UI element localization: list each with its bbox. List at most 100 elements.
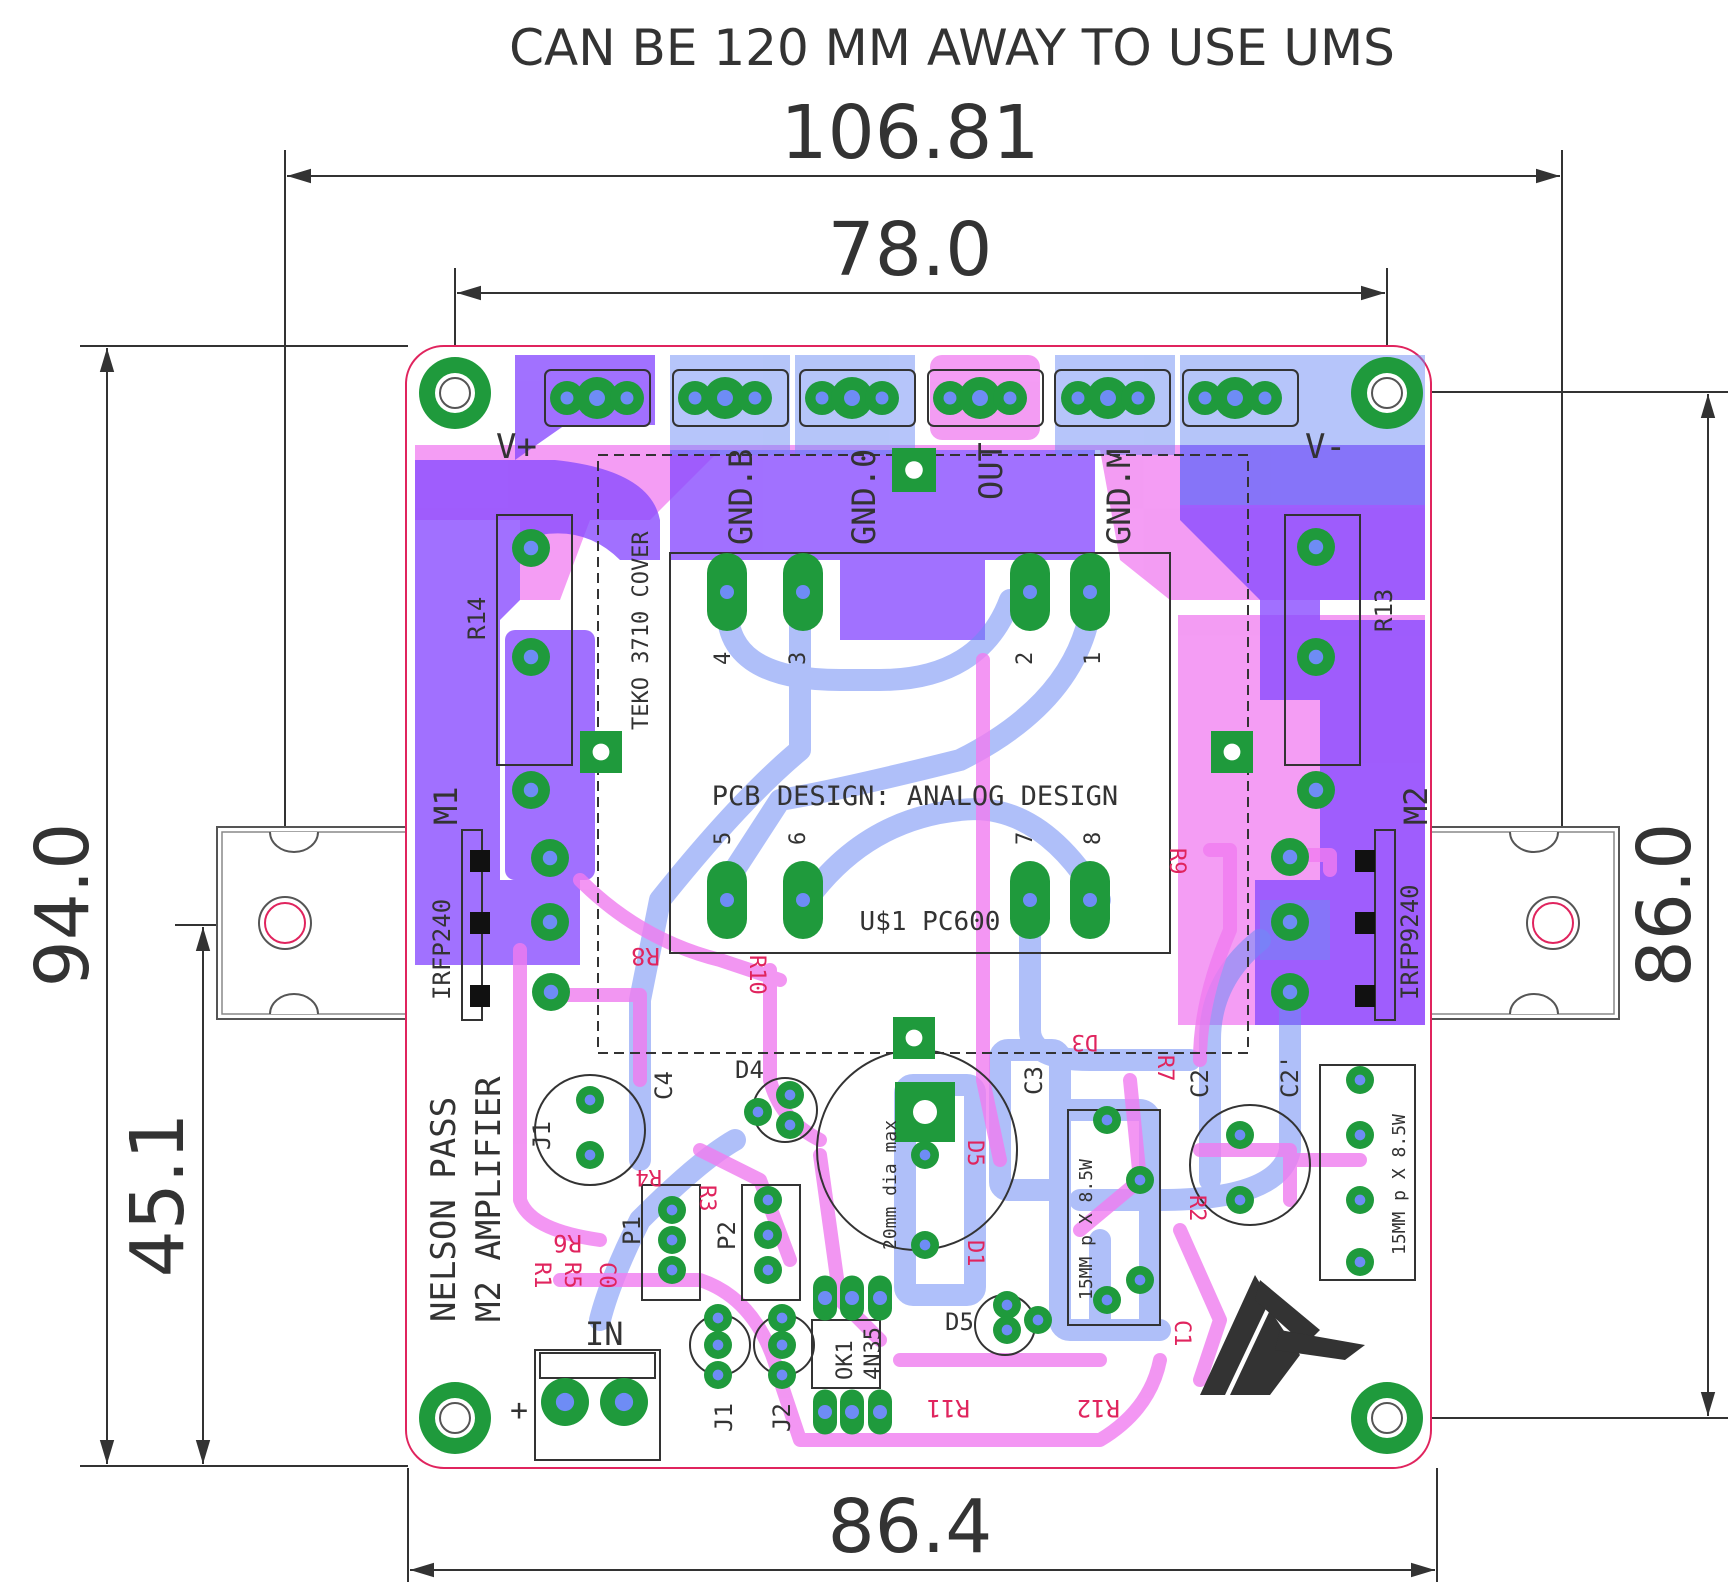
red-label-r11: R11 [927, 1394, 970, 1422]
pad-drill [1134, 1174, 1146, 1186]
pad-drill [589, 390, 605, 406]
pad-drill [818, 1405, 832, 1419]
pad-drill [1354, 1256, 1366, 1268]
pad-drill [720, 893, 734, 907]
pad-drill [1354, 1194, 1366, 1206]
red-label-r2: R2 [1184, 1195, 1209, 1222]
pad-drill [523, 782, 539, 798]
label-c4: C4 [650, 1071, 678, 1100]
pad-drill [784, 1119, 796, 1131]
pad-drill [845, 1405, 859, 1419]
pad-drill [717, 390, 733, 406]
label-pin-7: 7 [1013, 832, 1038, 845]
label-v-plus: V+ [496, 427, 537, 467]
label-gnd-m: GND.M [1100, 449, 1138, 545]
label-4n35: 4N35 [861, 1327, 886, 1380]
label-m1: M1 [427, 786, 465, 825]
pad-drill [523, 649, 539, 665]
pad-drill [614, 1392, 634, 1412]
pad-drill [666, 1234, 678, 1246]
red-label-r1: R1 [529, 1262, 554, 1289]
pad-drill [1308, 782, 1324, 798]
dim-overall-width-label: 106.81 [781, 90, 1040, 176]
pad-drill [1223, 743, 1241, 761]
label-pin-2: 2 [1013, 652, 1038, 665]
logo-mark [1200, 1275, 1365, 1395]
label-p1: P1 [618, 1216, 646, 1245]
label-pin-4: 4 [711, 652, 736, 665]
label-d4: D4 [735, 1056, 764, 1084]
label-j1: J1 [710, 1403, 738, 1432]
pad-drill [748, 391, 762, 405]
label-v-minus: V- [1305, 427, 1346, 467]
pad-drill [666, 1204, 678, 1216]
pad-drill [584, 1149, 596, 1161]
label-cap-note-2: 15MM p X 8.5W [1389, 1114, 1410, 1255]
red-label-c1: C1 [1169, 1320, 1194, 1347]
pad-drill [666, 1264, 678, 1276]
red-label-d1: D1 [962, 1240, 987, 1267]
pad-drill [523, 540, 539, 556]
pad-drill [1032, 1314, 1044, 1326]
red-label-r10: R10 [744, 955, 769, 995]
pink-traces [513, 653, 1367, 1447]
pad-drill [712, 1339, 724, 1351]
dim-board-height-label: 94.0 [20, 823, 106, 988]
pad-drill [1354, 1129, 1366, 1141]
label-pin-6: 6 [786, 832, 811, 845]
label-gnd-b: GND.B [722, 449, 760, 545]
label-m2-amplifier: M2 AMPLIFIER [469, 1076, 509, 1322]
pad-drill [905, 1029, 923, 1047]
label-plus: + [510, 1393, 528, 1428]
pc600-footprint [669, 552, 1171, 954]
pad-drill [905, 461, 923, 479]
label-m2: M2 [1397, 786, 1435, 825]
label-ok1: OK1 [833, 1340, 858, 1380]
label-pin-8: 8 [1081, 832, 1106, 845]
mounting-holes [419, 357, 1423, 1454]
pad-drill [776, 1339, 788, 1351]
silkscreen-labels: V+ V- GND.B GND.0 OUT GND.M TEKO 3710 CO… [424, 427, 1435, 1432]
dim-lower-offset: 45.1 [115, 924, 285, 1464]
pad-drill [542, 850, 558, 866]
dim-board-height: 94.0 [20, 345, 408, 1467]
pad-drill [1308, 649, 1324, 665]
dim-hole-spacing-x: 78.0 [454, 207, 1388, 390]
red-label-r3: R3 [694, 1185, 719, 1212]
red-label-d3: D3 [1072, 1029, 1099, 1054]
label-pin-1: 1 [1081, 652, 1106, 665]
pad-drill [873, 1291, 887, 1305]
label-irfp240: IRFP240 [428, 899, 456, 1000]
bottom-silk-labels: R8 R10 R9 R7 R2 R4 R6 R1 R5 C0 R3 D3 D1 … [529, 848, 1209, 1422]
label-nelson-pass: NELSON PASS [424, 1097, 464, 1322]
dim-board-width-label: 86.4 [828, 1484, 993, 1570]
pad-drill [1282, 984, 1298, 1000]
red-label-r6: R6 [553, 1229, 582, 1257]
label-teko-cover: TEKO 3710 COVER [629, 531, 654, 730]
transistor-tabs [470, 850, 1375, 1007]
label-r14: R14 [463, 597, 491, 640]
label-in: IN [585, 1315, 624, 1353]
pad-drill [752, 1106, 764, 1118]
label-c3: C3 [1020, 1066, 1048, 1095]
pad-drill [1308, 539, 1324, 555]
pad-drill [712, 1312, 724, 1324]
pad-drill [1101, 1114, 1113, 1126]
pad-drill [720, 585, 734, 599]
pad-drill [1234, 1194, 1246, 1206]
pad-drill [555, 1392, 575, 1412]
pad-drill [1083, 893, 1097, 907]
red-label-r9: R9 [1164, 848, 1189, 875]
pad-drill [1354, 1074, 1366, 1086]
red-label-c0: C0 [594, 1262, 619, 1289]
pad-drill [784, 1089, 796, 1101]
label-pcb-design: PCB DESIGN: ANALOG DESIGN [712, 781, 1118, 812]
red-label-r4: R4 [636, 1164, 663, 1189]
pad-drill [1282, 849, 1298, 865]
pad-drill [1001, 1324, 1013, 1336]
label-j2: J2 [768, 1403, 796, 1432]
dim-lower-offset-label: 45.1 [115, 1113, 201, 1278]
pad-drill [1134, 1274, 1146, 1286]
pad-drill [620, 391, 634, 405]
red-label-r5: R5 [559, 1262, 584, 1289]
